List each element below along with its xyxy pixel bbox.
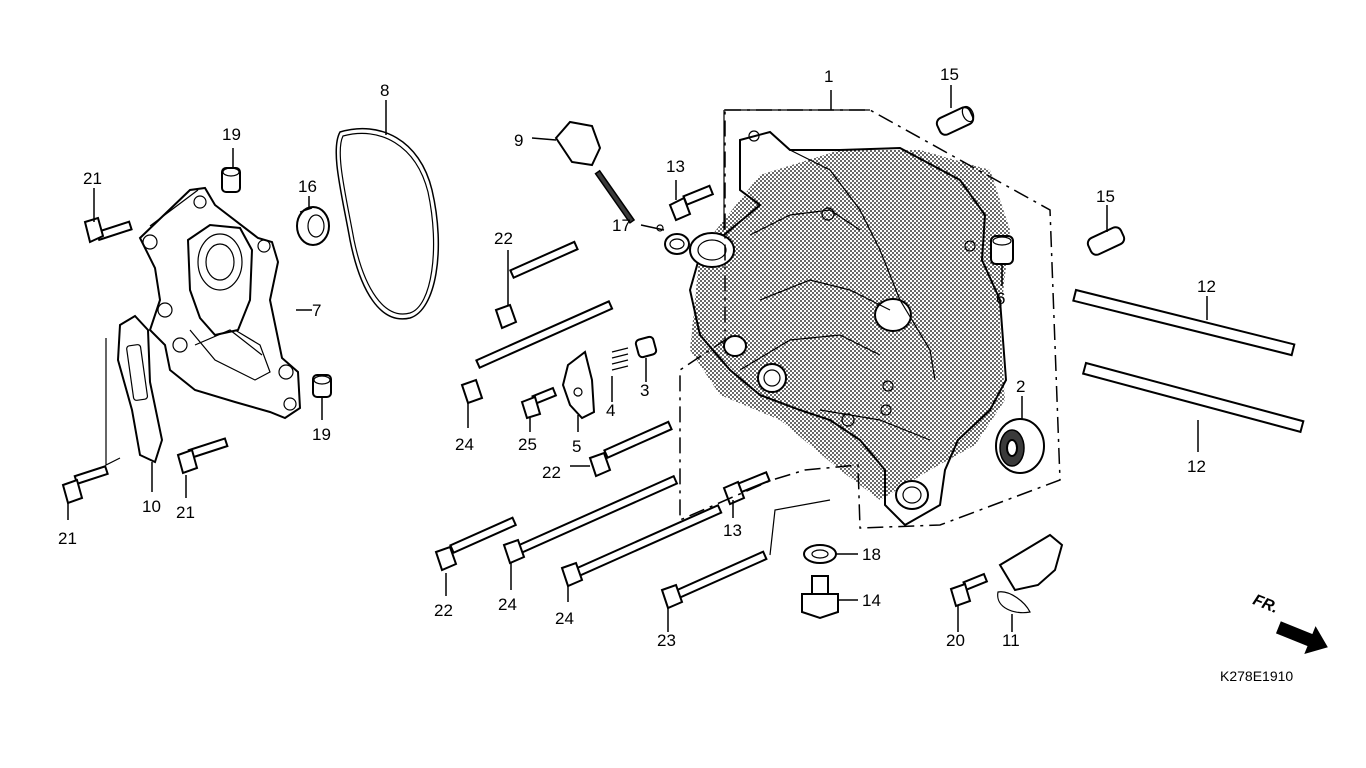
callout-22b: 22	[542, 463, 561, 482]
callout-19a: 19	[222, 125, 241, 144]
bolt-25[interactable]	[520, 386, 558, 420]
callout-4: 4	[606, 401, 615, 420]
bolt-22a[interactable]	[494, 240, 579, 330]
callouts: 1 2 3 4 5 6 7 8 9 10 11 12 12 13 13 14 1…	[58, 65, 1216, 650]
callout-5: 5	[572, 437, 581, 456]
oring-8[interactable]	[335, 127, 440, 320]
plate-5[interactable]	[561, 350, 596, 420]
dowel-3[interactable]	[634, 335, 658, 359]
callout-12a: 12	[1197, 277, 1216, 296]
bolt-24b[interactable]	[502, 474, 679, 565]
stud-12b[interactable]	[1081, 361, 1305, 434]
callout-24a: 24	[455, 435, 474, 454]
callout-8: 8	[380, 81, 389, 100]
dowel-15b[interactable]	[1086, 225, 1126, 257]
callout-1: 1	[824, 67, 833, 86]
bracket-11[interactable]	[997, 533, 1064, 614]
callout-14: 14	[862, 591, 881, 610]
callout-18: 18	[862, 545, 881, 564]
bolt-20[interactable]	[949, 572, 989, 608]
callout-23: 23	[657, 631, 676, 650]
arrow-right-icon	[1275, 621, 1328, 654]
callout-6: 6	[996, 289, 1005, 308]
front-direction-indicator: FR.	[1250, 592, 1328, 654]
spring-4[interactable]	[611, 347, 629, 371]
dowel-15a[interactable]	[935, 105, 976, 137]
callout-7: 7	[312, 301, 321, 320]
callout-21b: 21	[176, 503, 195, 522]
fr-label: FR.	[1250, 592, 1280, 617]
callout-22a: 22	[494, 229, 513, 248]
callout-13a: 13	[666, 157, 685, 176]
drain-bolt-14[interactable]	[801, 575, 839, 620]
collar-19b[interactable]	[312, 374, 332, 398]
bolt-21b[interactable]	[176, 437, 229, 475]
collar-19a[interactable]	[221, 167, 241, 193]
bolt-13b[interactable]	[722, 471, 771, 506]
callout-9: 9	[514, 131, 523, 150]
bearing-2[interactable]	[995, 418, 1045, 474]
bolt-23[interactable]	[660, 550, 768, 610]
callout-13b: 13	[723, 521, 742, 540]
callout-19b: 19	[312, 425, 331, 444]
callout-21c: 21	[58, 529, 77, 548]
bolt-13a[interactable]	[668, 184, 715, 222]
crankcase-outline	[679, 109, 1061, 529]
plate-10[interactable]	[116, 314, 164, 464]
callout-20: 20	[946, 631, 965, 650]
dowel-6[interactable]	[990, 235, 1014, 265]
callout-10: 10	[142, 497, 161, 516]
bolt-22c[interactable]	[434, 516, 518, 572]
bolt-21c[interactable]	[61, 465, 109, 505]
callout-12b: 12	[1187, 457, 1206, 476]
cover-7[interactable]	[138, 186, 302, 420]
bolt-24a[interactable]	[460, 300, 614, 405]
callout-2: 2	[1016, 377, 1025, 396]
callout-11: 11	[1002, 631, 1020, 650]
stud-12a[interactable]	[1072, 288, 1296, 357]
filler-cap-9[interactable]	[554, 120, 664, 232]
bolt-22b[interactable]	[588, 420, 673, 478]
seal-16[interactable]	[296, 206, 330, 246]
leader-lines	[67, 85, 1208, 632]
callout-16: 16	[298, 177, 317, 196]
callout-15a: 15	[940, 65, 959, 84]
callout-24c: 24	[555, 609, 574, 628]
washer-18[interactable]	[803, 544, 837, 564]
bolt-24c[interactable]	[560, 503, 723, 588]
diagram-code: K278E1910	[1220, 668, 1293, 684]
crankcase-1[interactable]	[688, 130, 1010, 527]
bolt-21a[interactable]	[83, 216, 133, 244]
callout-17: 17	[612, 216, 631, 235]
callout-25: 25	[518, 435, 537, 454]
callout-22c: 22	[434, 601, 453, 620]
callout-21a: 21	[83, 169, 102, 188]
callout-24b: 24	[498, 595, 517, 614]
callout-3: 3	[640, 381, 649, 400]
callout-15b: 15	[1096, 187, 1115, 206]
washer-17[interactable]	[664, 233, 690, 255]
